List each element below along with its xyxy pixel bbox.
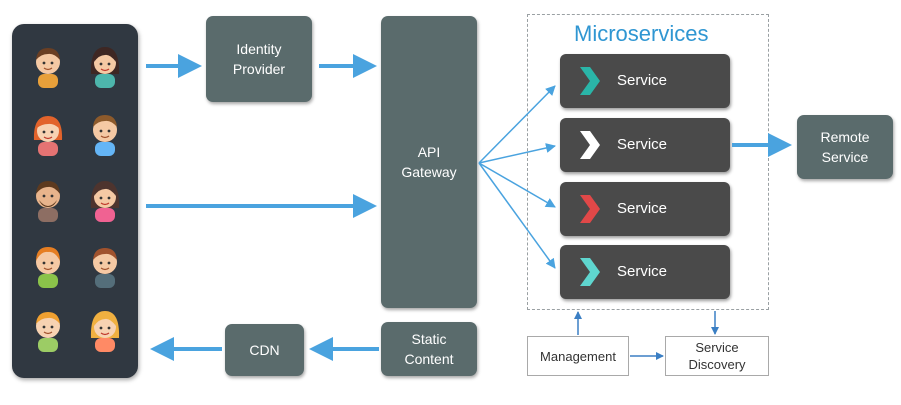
user-avatar-icon (90, 181, 120, 222)
user-avatar-icon (90, 311, 120, 352)
static-content-label: Static Content (404, 331, 454, 367)
service-box: Service (560, 182, 730, 236)
arrow-gateway-to-service (478, 162, 556, 208)
arrow-gateway-to-service (478, 85, 556, 164)
user-avatar-icon (90, 47, 120, 88)
service-label: Service (617, 263, 668, 280)
chevron-icon (580, 258, 600, 286)
user-avatar-icon (33, 116, 63, 156)
arrow-gateway-to-service (478, 162, 556, 269)
service-box: Service (560, 245, 730, 299)
microservices-frame (527, 14, 769, 310)
api-gateway-box: API Gateway (381, 16, 477, 308)
management-box: Management (527, 336, 629, 376)
service-discovery-label: Service Discovery (688, 340, 746, 372)
service-box: Service (560, 54, 730, 108)
chevron-icon (580, 195, 600, 223)
cdn-label: CDN (249, 342, 280, 358)
remote-service-box: Remote Service (797, 115, 893, 179)
users-panel (12, 24, 138, 378)
user-avatar-icon (36, 247, 60, 288)
user-avatar-icon (93, 115, 117, 156)
management-label: Management (540, 348, 616, 364)
service-discovery-box: Service Discovery (665, 336, 769, 376)
service-label: Service (617, 72, 668, 89)
chevron-icon (580, 131, 600, 159)
microservices-title: Microservices (574, 21, 709, 46)
service-label: Service (617, 200, 668, 217)
static-content-box: Static Content (381, 322, 477, 376)
remote-service-label: Remote Service (820, 129, 870, 165)
arrow-gateway-to-service (478, 143, 556, 164)
user-avatar-icon (36, 312, 60, 352)
chevron-icon (580, 67, 600, 95)
user-avatar-icon (93, 248, 117, 288)
user-avatar-icon (36, 181, 60, 222)
user-avatar-icon (36, 48, 60, 88)
service-box: Service (560, 118, 730, 172)
identity-provider-box: Identity Provider (206, 16, 312, 102)
cdn-box: CDN (225, 324, 304, 376)
identity-provider-label: Identity Provider (232, 41, 286, 77)
service-label: Service (617, 136, 668, 153)
api-gateway-label: API Gateway (401, 144, 457, 180)
